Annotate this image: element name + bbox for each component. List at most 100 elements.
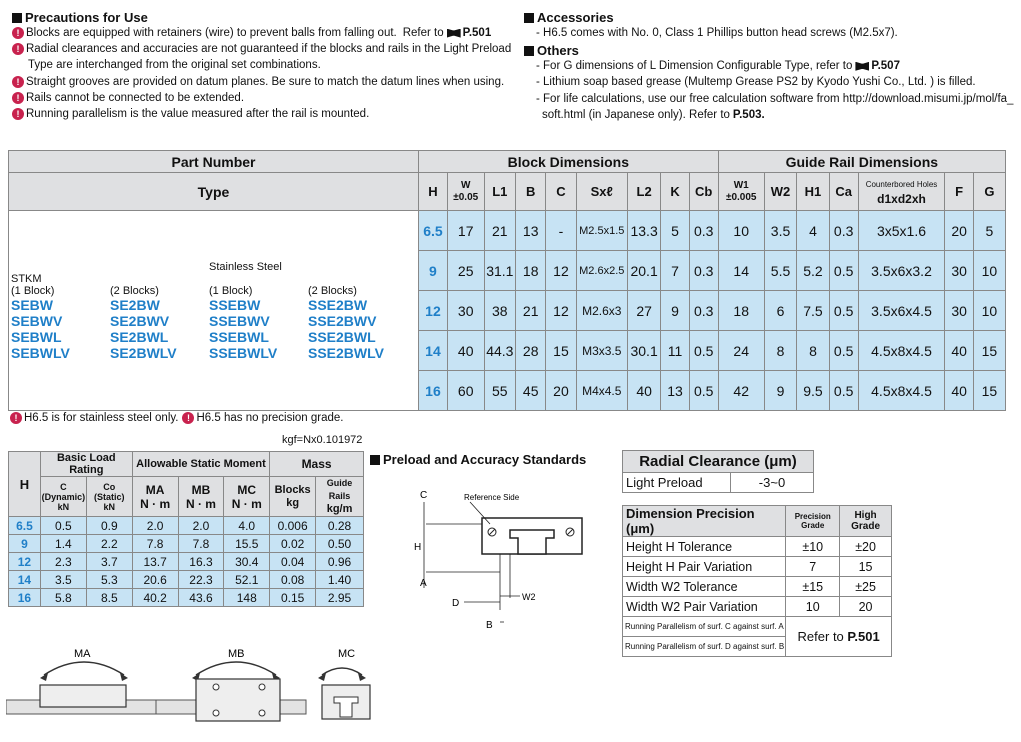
- preload-title: Preload and Accuracy Standards: [370, 452, 586, 467]
- col-k: K: [660, 172, 690, 211]
- type-cell: Stainless Steel STKM (1 Block) (2 Blocks…: [8, 210, 419, 411]
- table-row: 16 60 55 45 20 M4x4.5 40 13 0.5 42 9 9.5…: [9, 370, 1007, 411]
- precaution-item: !Blocks are equipped with retainers (wir…: [12, 25, 512, 41]
- others-line: - For G dimensions of L Dimension Config…: [524, 58, 1014, 74]
- refer-cell: Refer to P.501: [785, 616, 892, 657]
- warning-icon: !: [12, 108, 24, 121]
- rail-shape: [509, 529, 555, 555]
- label-w2: W2: [522, 592, 536, 602]
- moment-diagrams: MA MB MC: [6, 648, 371, 722]
- dimension-precision-table: Dimension Precision (μm) Precision Grade…: [621, 505, 892, 657]
- part-code[interactable]: SSE2BW: [308, 296, 368, 313]
- col-ca: Ca: [828, 172, 859, 211]
- part-code[interactable]: SEBWL: [11, 328, 62, 345]
- part-code[interactable]: SE2BW: [110, 296, 160, 313]
- notes-below-table: !H6.5 is for stainless steel only. !H6.5…: [10, 410, 344, 426]
- part-code[interactable]: SSEBWV: [209, 312, 270, 329]
- square-bullet-icon: [524, 45, 534, 56]
- others-line: - Lithium soap based grease (Multemp Gre…: [536, 76, 976, 89]
- col-b: B: [515, 172, 547, 211]
- col-w1: W1±0.005: [717, 172, 765, 211]
- page-ref-link[interactable]: P.507: [855, 58, 900, 74]
- col-l1: L1: [483, 172, 517, 211]
- part-code[interactable]: SSE2BWL: [308, 328, 376, 345]
- table-row: Running Parallelism of surf. D against s…: [621, 636, 892, 657]
- part-code[interactable]: SSEBWLV: [209, 344, 278, 361]
- table-row: Height H Tolerance±10±20: [621, 536, 892, 557]
- col-cb: Cb: [688, 172, 719, 211]
- stainless-label: Stainless Steel: [209, 260, 282, 273]
- col-h1: H1: [796, 172, 830, 211]
- part-code[interactable]: SE2BWL: [110, 328, 169, 345]
- table-row: 14 40 44.3 28 15 M3x3.5 30.1 11 0.5 24 8…: [9, 330, 1007, 371]
- label-mc: MC: [338, 648, 355, 660]
- part-code[interactable]: SSEBWL: [209, 328, 269, 345]
- part-code[interactable]: SE2BWV: [110, 312, 170, 329]
- part-code[interactable]: SEBWLV: [11, 344, 70, 361]
- part-code[interactable]: SSE2BWLV: [308, 344, 384, 361]
- dimensions-table: Part Number Block Dimensions Guide Rail …: [8, 150, 1007, 411]
- table-row: 9 25 31.1 18 12 M2.6x2.5 20.1 7 0.3 14 5…: [9, 250, 1007, 291]
- part-code[interactable]: SSE2BWV: [308, 312, 377, 329]
- warning-icon: !: [12, 75, 24, 88]
- table-row: Width W2 Tolerance±15±25: [621, 576, 892, 597]
- warning-icon: !: [12, 43, 24, 56]
- col-h: H: [418, 172, 448, 211]
- precaution-item: !Running parallelism is the value measur…: [12, 106, 512, 122]
- warning-icon: !: [10, 412, 22, 425]
- col-c: C: [545, 172, 577, 211]
- col-g: G: [972, 172, 1007, 211]
- square-bullet-icon: [12, 12, 22, 23]
- warning-icon: !: [12, 27, 24, 40]
- label-c: C: [420, 490, 427, 501]
- part-code[interactable]: SEBW: [11, 296, 53, 313]
- stkm-label: STKM: [11, 272, 42, 285]
- radial-clearance-table: Radial Clearance (μm) Light Preload -3~0: [622, 450, 814, 493]
- load-rating-table: H Basic Load Rating Allowable Static Mom…: [8, 451, 364, 607]
- page-ref-link[interactable]: P.503.: [732, 108, 765, 121]
- square-bullet-icon: [370, 454, 380, 465]
- book-icon: [446, 28, 461, 38]
- col-w2: W2: [763, 172, 798, 211]
- precaution-item: !Radial clearances and accuracies are no…: [12, 41, 512, 57]
- part-code[interactable]: SEBWV: [11, 312, 63, 329]
- part-code[interactable]: SSEBW: [209, 296, 261, 313]
- square-bullet-icon: [524, 12, 534, 23]
- table-row: Running Parallelism of surf. C against s…: [621, 616, 892, 657]
- part-number-header: Part Number: [8, 150, 419, 173]
- warning-icon: !: [12, 91, 24, 104]
- block-top-view: [195, 678, 281, 722]
- accessories-section: Accessories - H6.5 comes with No. 0, Cla…: [524, 10, 1014, 123]
- label-ma: MA: [74, 648, 91, 660]
- col-l2: L2: [626, 172, 662, 211]
- type-grid: Stainless Steel STKM (1 Block) (2 Blocks…: [9, 261, 418, 361]
- unit-note: kgf=Nx0.101972: [282, 434, 363, 446]
- warning-icon: !: [182, 412, 195, 425]
- label-d: D: [452, 598, 459, 609]
- precaution-item: !Straight grooves are provided on datum …: [12, 74, 512, 90]
- arrow-arc-mb: [195, 661, 277, 676]
- arrow-arc-ma: [43, 661, 125, 676]
- others-title: Others: [524, 43, 1014, 58]
- precautions-section: Precautions for Use !Blocks are equipped…: [12, 10, 512, 122]
- col-sxl: Sxℓ: [575, 172, 628, 211]
- label-b: B: [486, 620, 493, 630]
- page-ref-link[interactable]: P.501: [446, 25, 491, 41]
- part-code[interactable]: SE2BWLV: [110, 344, 177, 361]
- label-a: A: [420, 578, 427, 589]
- others-line: - For life calculations, use our free ca…: [536, 92, 1014, 105]
- type-header: Type: [8, 172, 419, 211]
- label-reference-side: Reference Side: [464, 493, 520, 502]
- page-ref-link[interactable]: P.501: [847, 629, 880, 644]
- col-w: W±0.05: [446, 172, 485, 211]
- arrow-arc-mc: [321, 667, 363, 676]
- preload-diagram: C H A D B W2 Reference Side: [414, 490, 583, 630]
